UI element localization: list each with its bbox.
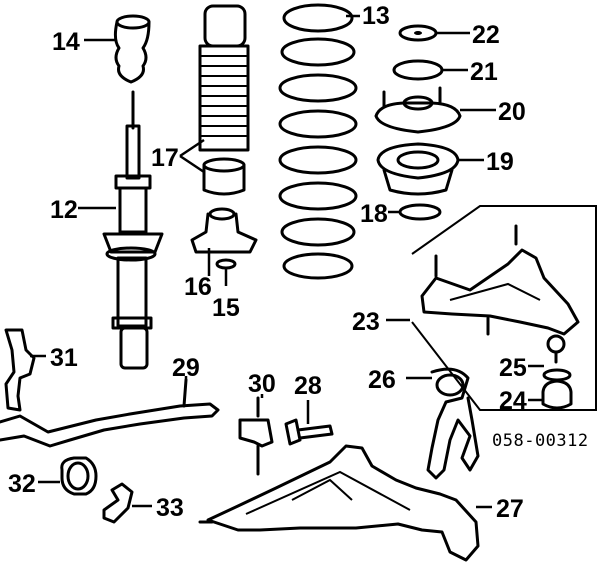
callout-16: 16 bbox=[184, 273, 212, 301]
callout-15: 15 bbox=[212, 294, 240, 322]
callout-30: 30 bbox=[248, 370, 276, 398]
spring-insulator-part bbox=[398, 203, 442, 221]
bump-stop-part bbox=[113, 14, 151, 84]
washer-part bbox=[215, 258, 237, 270]
mount-ring-part bbox=[392, 59, 444, 81]
stabilizer-link-bracket-part bbox=[4, 328, 36, 412]
callout-20: 20 bbox=[498, 98, 526, 126]
callout-22: 22 bbox=[472, 21, 500, 49]
dust-boot-part bbox=[198, 4, 250, 196]
callout-19: 19 bbox=[486, 148, 514, 176]
callout-27: 27 bbox=[496, 495, 524, 523]
catalog-number: 058-00312 bbox=[492, 431, 589, 451]
callout-32: 32 bbox=[8, 470, 36, 498]
callout-24: 24 bbox=[499, 387, 527, 415]
callout-18: 18 bbox=[360, 200, 388, 228]
bushing-clamp-part bbox=[102, 482, 134, 524]
knuckle-part bbox=[426, 367, 480, 480]
callout-28: 28 bbox=[294, 372, 322, 400]
upper-control-arm-part bbox=[420, 224, 580, 364]
upper-spring-seat-part bbox=[376, 142, 460, 196]
mount-cap-part bbox=[398, 24, 438, 42]
callout-23: 23 bbox=[352, 308, 380, 336]
callout-13: 13 bbox=[362, 2, 390, 30]
callout-21: 21 bbox=[470, 58, 498, 86]
callout-31: 31 bbox=[50, 344, 78, 372]
ball-joint-part bbox=[541, 379, 573, 410]
bolt-part bbox=[284, 418, 334, 446]
lower-spring-seat-part bbox=[190, 207, 258, 254]
callout-26: 26 bbox=[368, 366, 396, 394]
strut-mount-part bbox=[374, 86, 462, 134]
coil-spring-part bbox=[278, 3, 358, 280]
stabilizer-bar-part bbox=[0, 378, 220, 448]
callout-29: 29 bbox=[172, 354, 200, 382]
upper-arm-assembly-bracket bbox=[411, 205, 597, 411]
callout-17: 17 bbox=[151, 144, 179, 172]
shock-absorber-part bbox=[102, 90, 164, 370]
lower-control-arm-part bbox=[198, 444, 480, 562]
ball-joint-boot-part bbox=[542, 368, 572, 382]
callout-25: 25 bbox=[499, 354, 527, 382]
callout-14: 14 bbox=[52, 28, 80, 56]
stabilizer-link-part bbox=[238, 396, 274, 476]
callout-33: 33 bbox=[156, 494, 184, 522]
callout-12: 12 bbox=[50, 196, 78, 224]
leader-lines bbox=[30, 14, 544, 509]
stabilizer-bushing-part bbox=[60, 456, 98, 496]
